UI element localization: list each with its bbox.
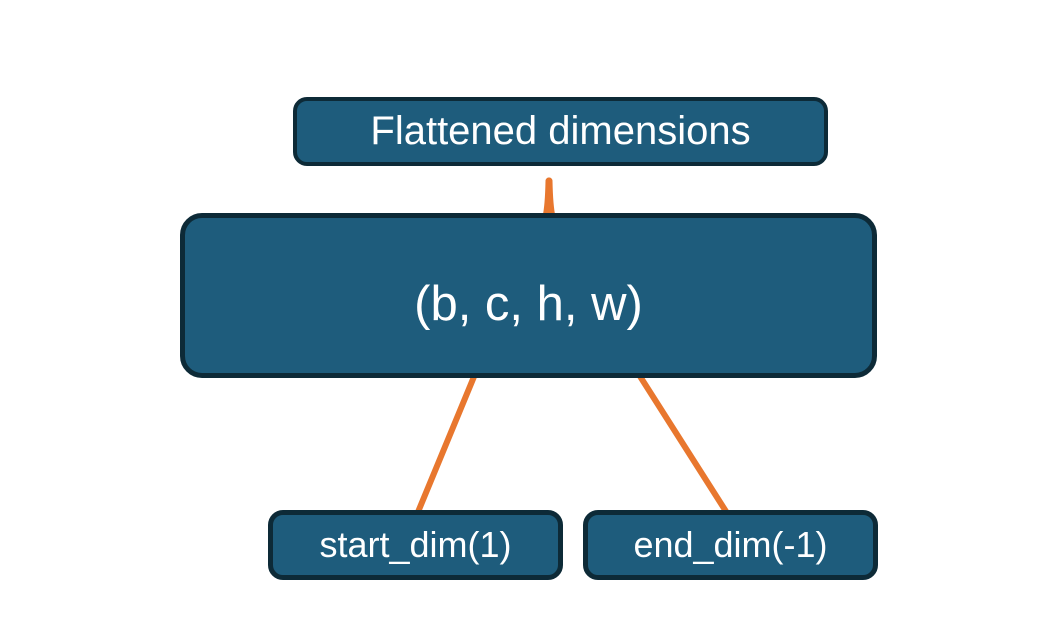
node-start-dim-label: start_dim(1): [319, 524, 512, 565]
node-flattened-dimensions-label: Flattened dimensions: [370, 109, 751, 153]
node-start-dim: start_dim(1): [268, 510, 563, 580]
node-end-dim: end_dim(-1): [583, 510, 878, 580]
node-flattened-dimensions: Flattened dimensions: [293, 97, 828, 166]
node-end-dim-label: end_dim(-1): [633, 524, 828, 565]
node-tensor-shape-label: (b, c, h, w): [414, 276, 643, 331]
node-tensor-shape: (b, c, h, w): [180, 213, 877, 378]
